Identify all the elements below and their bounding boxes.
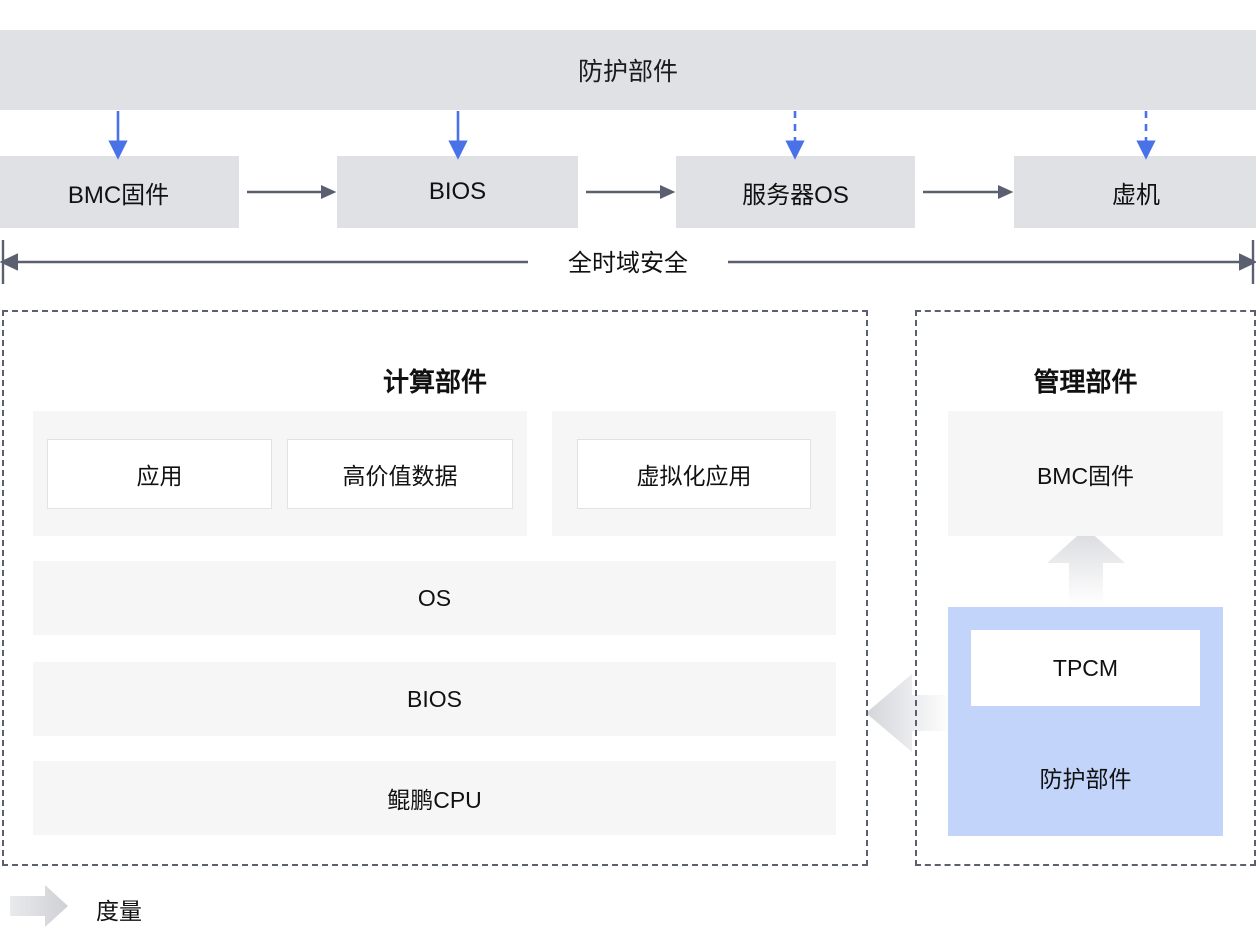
legend-label: 度量: [96, 898, 142, 924]
chain-box-virtual-machine: 虚机: [1014, 156, 1256, 228]
manage-tpcm-label: TPCM: [1052, 654, 1119, 681]
protection-banner: 防护部件: [0, 30, 1256, 110]
legend: 度量: [10, 888, 142, 930]
card-application: 应用: [47, 439, 272, 509]
manage-tpcm-box: TPCM: [971, 630, 1200, 706]
card-high-value-data-label: 高价值数据: [342, 463, 458, 489]
protection-banner-label: 防护部件: [577, 58, 678, 86]
chain-box-bios: BIOS: [337, 156, 578, 228]
stack-row-kunpeng-cpu: 鲲鹏CPU: [33, 761, 836, 835]
legend-arrow-slot: [10, 888, 78, 930]
chain-box-virtual-machine-label: 虚机: [1112, 181, 1160, 209]
card-virtualization-application-label: 虚拟化应用: [636, 463, 752, 489]
stack-row-os-label: OS: [417, 584, 452, 611]
manage-bmc-firmware-label: BMC固件: [1036, 462, 1135, 489]
manage-panel: 管理部件: [915, 310, 1256, 866]
manage-bmc-firmware-box: BMC固件: [948, 411, 1223, 536]
chain-box-server-os-label: 服务器OS: [742, 181, 849, 209]
stack-row-os: OS: [33, 561, 836, 635]
stack-row-bios-label: BIOS: [407, 685, 462, 712]
card-high-value-data: 高价值数据: [287, 439, 513, 509]
compute-panel-title: 计算部件: [382, 367, 487, 397]
chain-box-bmc-firmware-label: BMC固件: [67, 181, 170, 209]
manage-protection-component-label: 防护部件: [1039, 766, 1132, 792]
chain-box-bios-label: BIOS: [428, 178, 487, 205]
card-application-label: 应用: [136, 463, 183, 489]
stack-row-kunpeng-cpu-label: 鲲鹏CPU: [387, 787, 482, 813]
chain-box-server-os: 服务器OS: [676, 156, 915, 228]
manage-panel-title: 管理部件: [1033, 367, 1138, 397]
compute-panel: 计算部件: [2, 310, 868, 866]
timeline-label: 全时域安全: [568, 250, 688, 277]
chain-box-bmc-firmware: BMC固件: [0, 156, 239, 228]
card-virtualization-application: 虚拟化应用: [577, 439, 811, 509]
stack-row-bios: BIOS: [33, 662, 836, 736]
